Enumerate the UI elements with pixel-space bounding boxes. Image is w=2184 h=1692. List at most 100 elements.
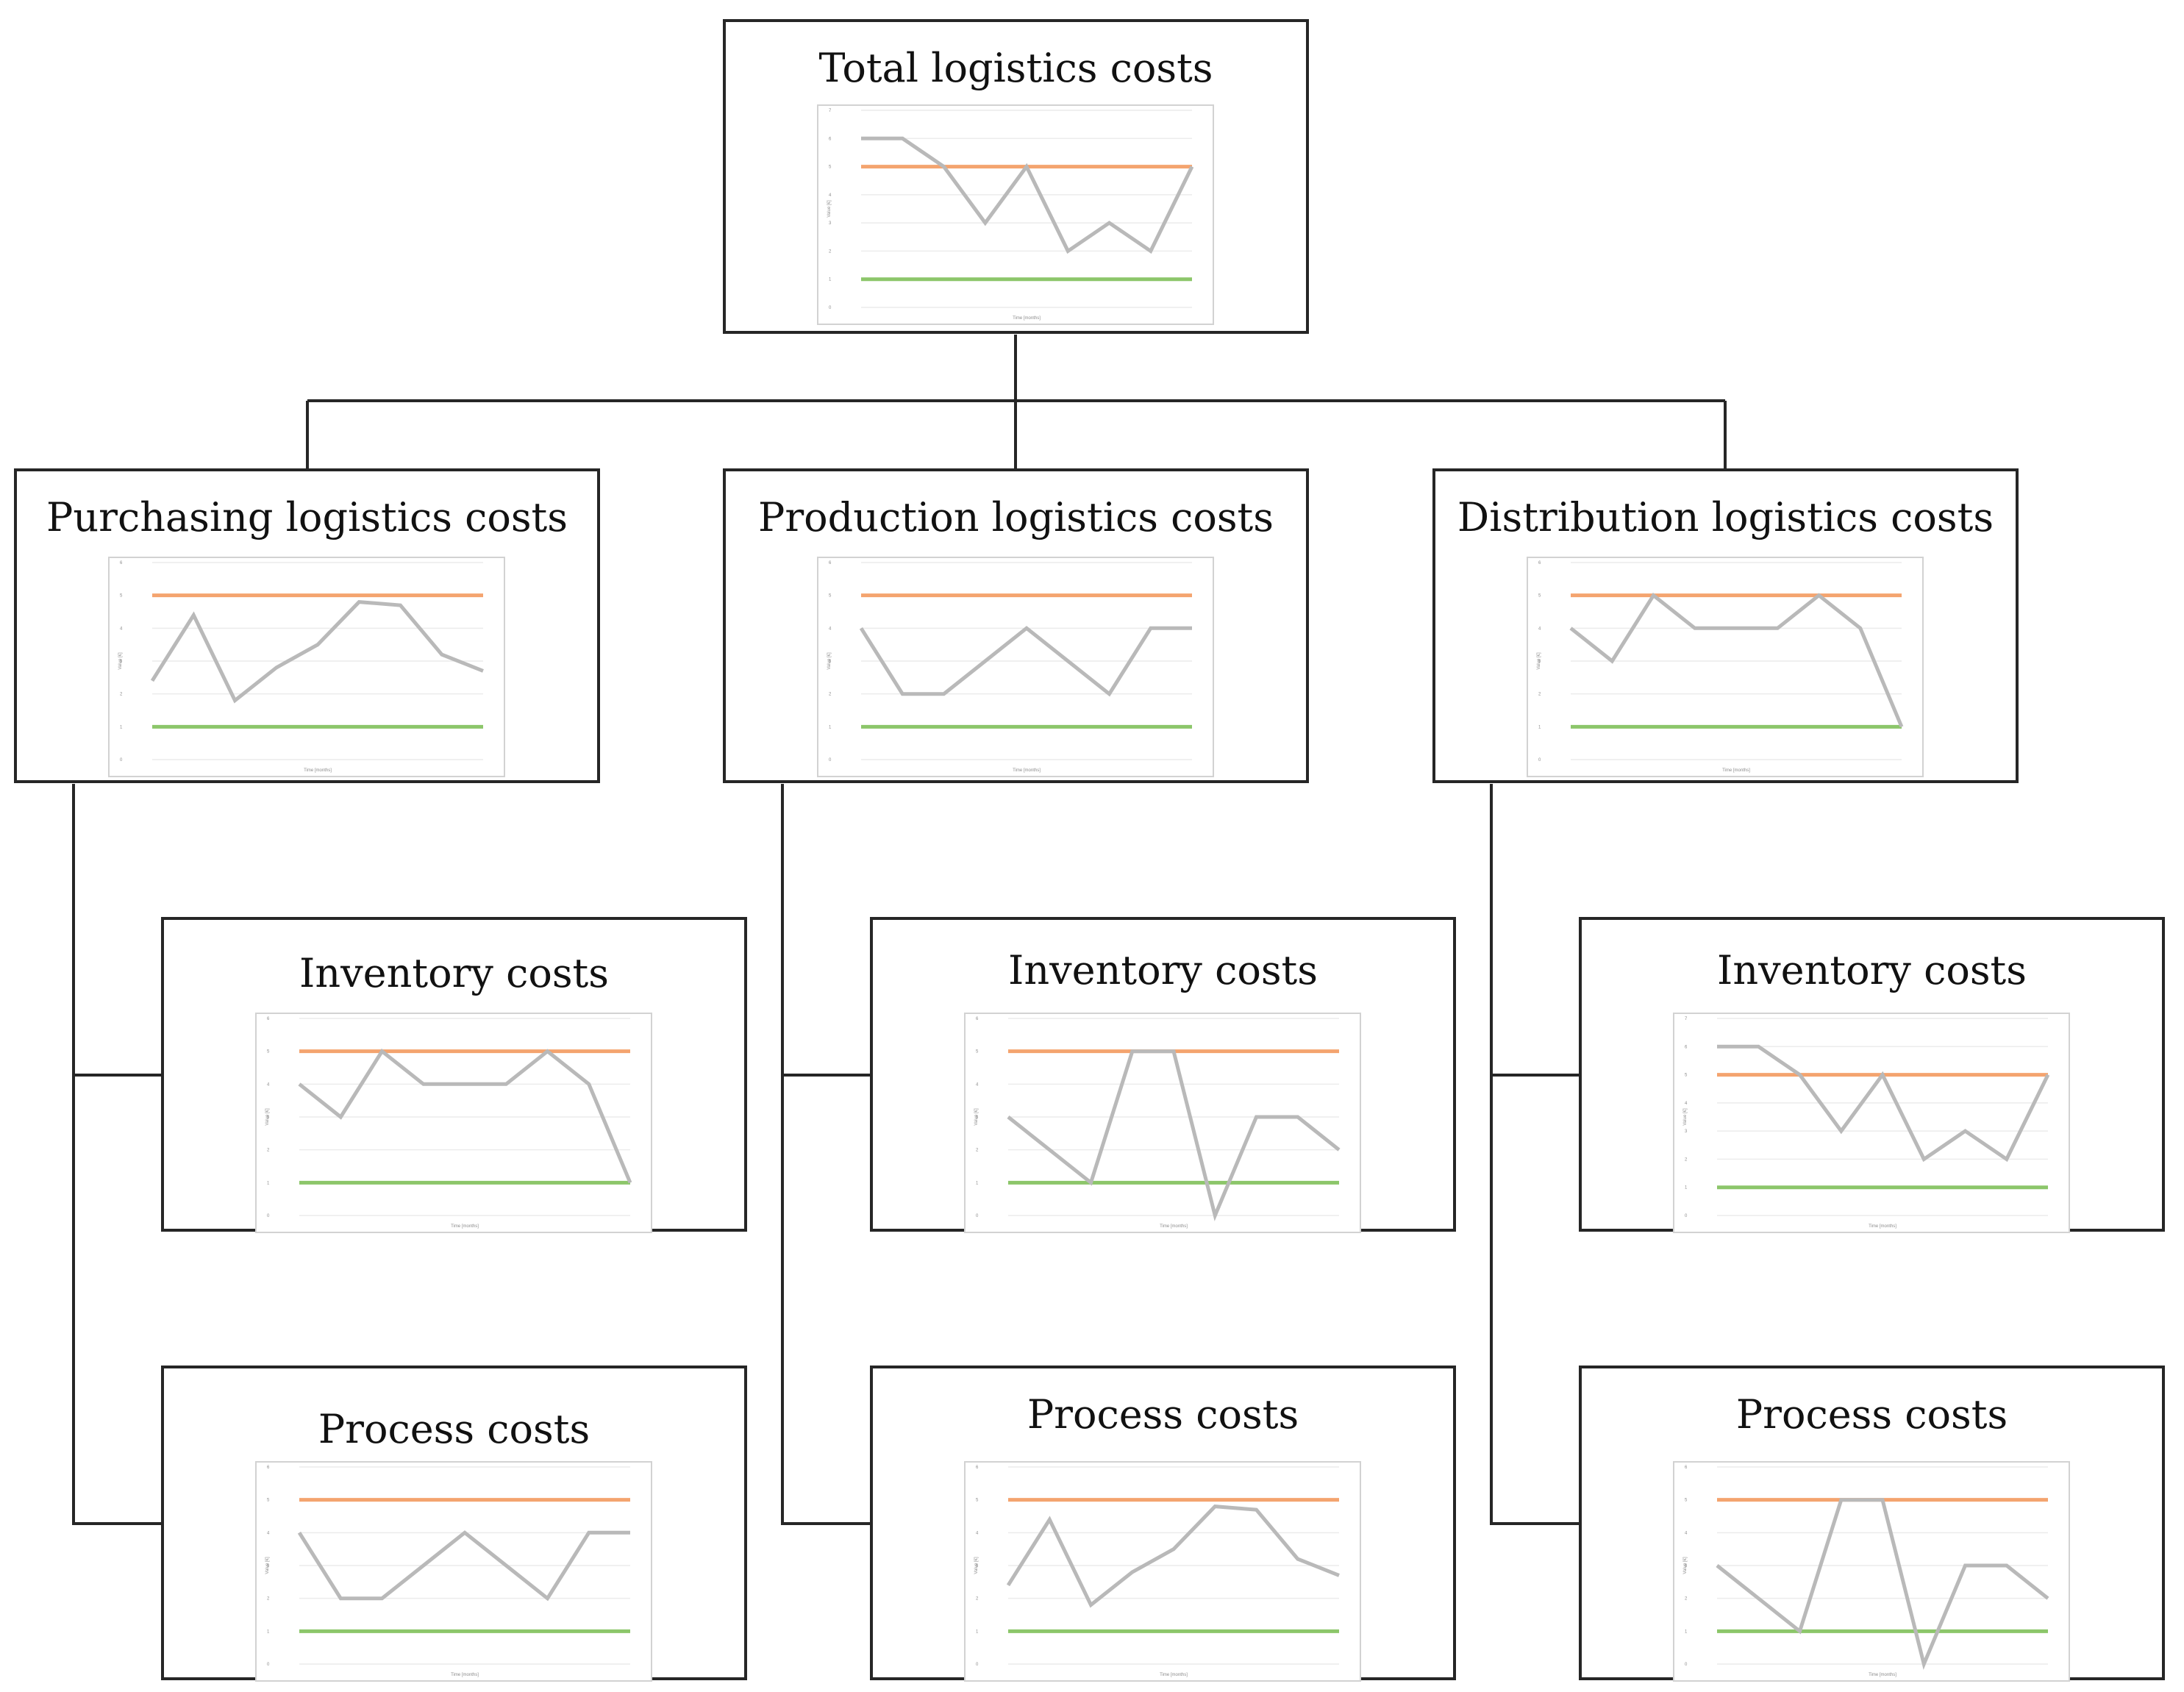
x-axis-label: Time [months] [1869,1224,1896,1229]
y-tick-label: 3 [976,1115,979,1120]
y-tick-label: 3 [829,221,832,226]
y-tick-label: 0 [976,1663,979,1667]
y-axis-label: Value [€] [974,1108,979,1126]
y-tick-label: 6 [829,561,832,565]
chart-frame [1673,1013,2070,1233]
x-axis-label: Time [months] [1869,1673,1896,1677]
connector-production-children [781,784,870,1525]
y-tick-label: 0 [1685,1214,1688,1218]
y-axis-label: Value [€] [1537,652,1541,670]
connector-distribution-children [1490,784,1579,1525]
y-tick-label: 1 [829,725,832,729]
y-tick-label: 3 [120,660,123,664]
y-tick-label: 7 [1685,1017,1688,1021]
chart-frame [255,1013,652,1233]
y-tick-label: 2 [976,1149,979,1153]
y-tick-label: 2 [1685,1597,1688,1602]
box-title: Inventory costs [1008,947,1318,993]
y-tick-label: 4 [829,193,832,198]
series-line [1007,1049,1341,1221]
y-tick-label: 5 [1685,1074,1688,1078]
x-axis-label: Time [months] [1013,768,1041,773]
y-axis-label: Value [€] [118,652,123,670]
y-tick-label: 4 [267,1531,270,1535]
y-tick-label: 1 [267,1181,270,1185]
series-line [1569,593,1904,728]
chart-frame [1527,557,1924,777]
y-tick-label: 2 [1685,1157,1688,1162]
y-tick-label: 6 [1685,1045,1688,1049]
y-tick-label: 3 [1685,1564,1688,1568]
y-tick-label: 5 [976,1499,979,1503]
series-line [298,1049,632,1184]
y-tick-label: 3 [1685,1129,1688,1134]
y-axis-label: Value [€] [1683,1557,1688,1574]
series-line [1717,1044,2050,1163]
y-tick-label: 6 [1538,561,1541,565]
y-tick-label: 5 [1685,1499,1688,1503]
x-axis-label: Time [months] [1013,316,1041,321]
chart-frame [964,1013,1361,1233]
box-title: Purchasing logistics costs [46,494,568,540]
y-axis-label: Value [€] [974,1557,979,1574]
y-axis-label: Value [€] [265,1108,270,1126]
series-line [150,600,484,704]
y-tick-label: 1 [120,725,123,729]
y-tick-label: 4 [976,1082,979,1087]
y-tick-label: 2 [829,693,832,697]
y-tick-label: 3 [267,1115,270,1120]
y-tick-label: 4 [829,627,832,631]
y-tick-label: 0 [829,306,832,310]
series-line [859,626,1192,697]
y-tick-label: 5 [1538,594,1541,599]
y-tick-label: 6 [267,1466,270,1470]
box-title: Inventory costs [1717,947,2027,993]
y-tick-label: 6 [267,1017,270,1021]
y-tick-label: 1 [1685,1186,1688,1191]
y-tick-label: 0 [267,1214,270,1218]
x-axis-label: Time [months] [451,1673,479,1677]
y-axis-label: Value [€] [265,1557,270,1574]
y-tick-label: 2 [976,1597,979,1602]
y-tick-label: 3 [976,1564,979,1568]
y-tick-label: 1 [1685,1629,1688,1634]
chart-frame [964,1461,1361,1682]
y-tick-label: 2 [267,1597,270,1602]
y-tick-label: 1 [1538,725,1541,729]
series-line [297,1530,630,1602]
y-tick-label: 4 [267,1082,270,1087]
y-tick-label: 3 [829,660,832,664]
y-tick-label: 0 [267,1663,270,1667]
y-tick-label: 5 [267,1050,270,1054]
y-tick-label: 4 [1685,1102,1688,1106]
box-title: Process costs [1735,1391,2008,1438]
y-tick-label: 5 [976,1050,979,1054]
y-tick-label: 3 [1538,660,1541,664]
y-tick-label: 5 [829,165,832,170]
y-tick-label: 1 [976,1629,979,1634]
box-title: Process costs [1027,1391,1299,1438]
y-axis-label: Value [€] [827,200,832,218]
y-tick-label: 2 [1538,693,1541,697]
y-tick-label: 4 [120,627,123,631]
y-tick-label: 1 [829,278,832,282]
y-tick-label: 1 [267,1629,270,1634]
